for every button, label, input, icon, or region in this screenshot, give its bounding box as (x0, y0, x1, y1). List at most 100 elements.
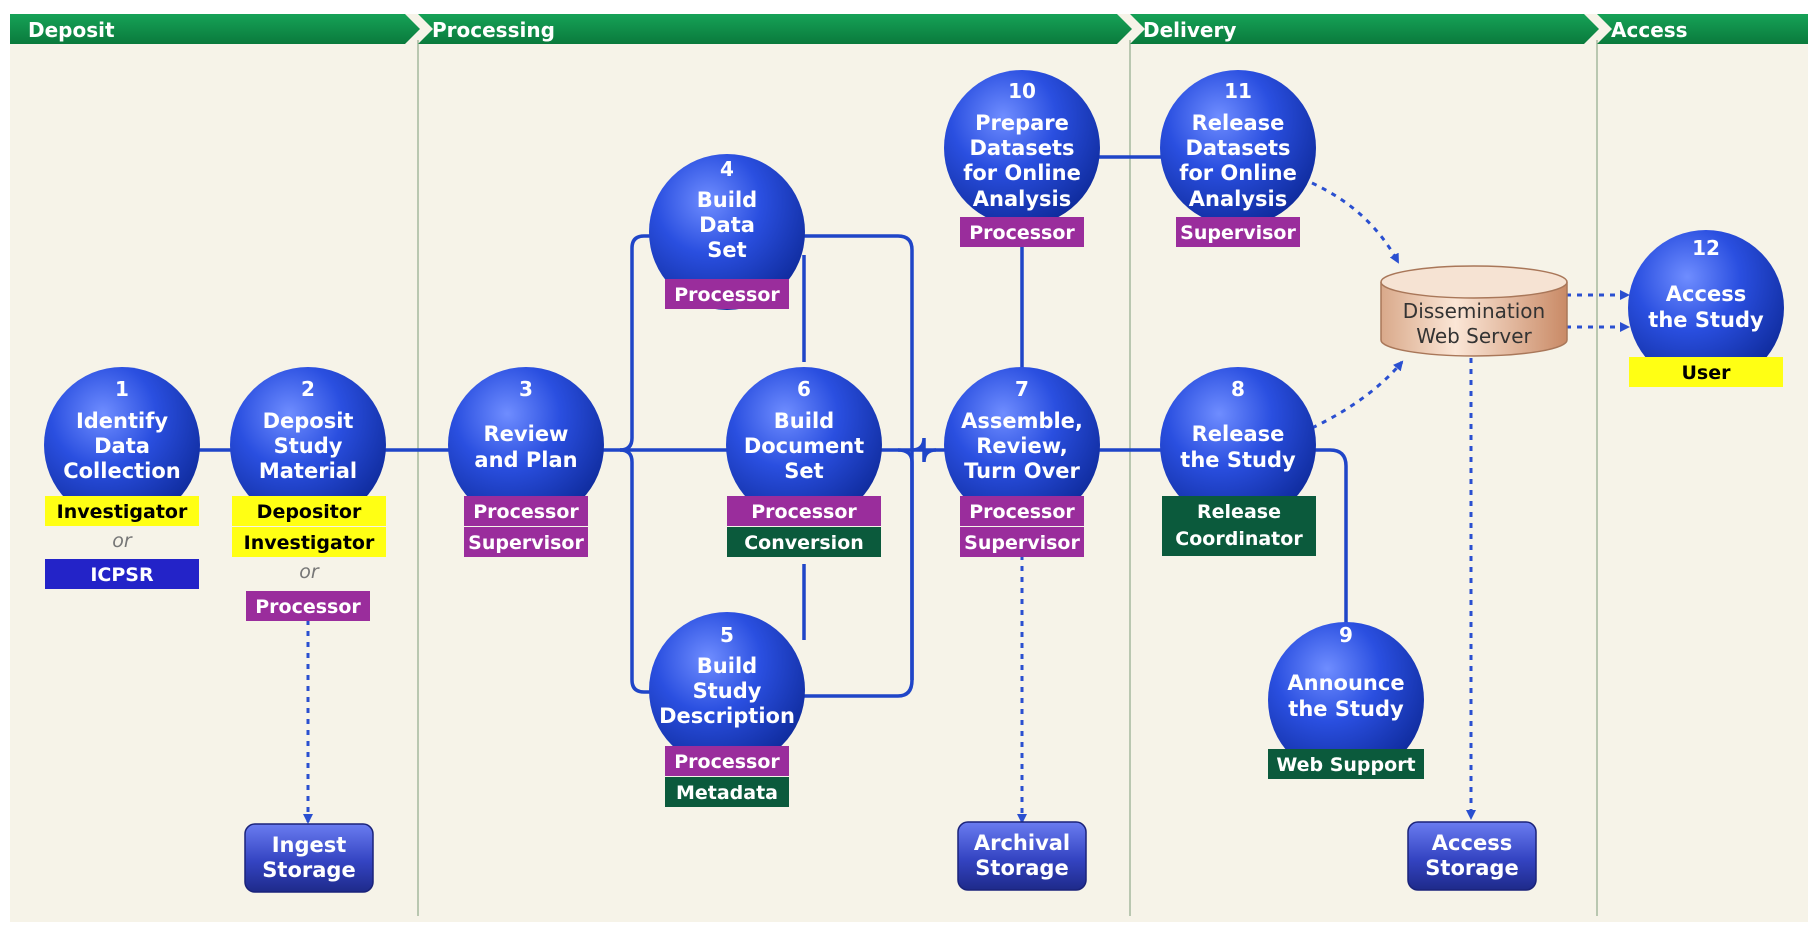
or-label: or (299, 561, 320, 583)
step-number: 12 (1692, 236, 1720, 260)
step-number: 4 (720, 157, 734, 181)
step-3-node (448, 367, 604, 523)
step-12: 12 Access the Study (1628, 230, 1784, 386)
storage-label-line: Storage (1425, 856, 1518, 880)
step-11: 11 Release Datasets for Online Analysis (1160, 70, 1316, 226)
step-number: 1 (115, 377, 129, 401)
role-badge: Supervisor (964, 532, 1080, 554)
server-label-line2: Web Server (1416, 324, 1532, 348)
step-number: 10 (1008, 79, 1036, 103)
role-badge: Coordinator (1175, 528, 1303, 550)
role-badge: Depositor (257, 501, 362, 523)
step-5: 5 Build Study Description (649, 612, 805, 768)
step-8: 8 Release the Study (1160, 367, 1316, 523)
step-label-line: Analysis (973, 187, 1071, 211)
storage-label-line: Storage (262, 858, 355, 882)
phase-label-access: Access (1611, 18, 1688, 42)
role-badge: User (1682, 362, 1732, 384)
storage-label-line: Access (1432, 831, 1512, 855)
step-5-node (649, 612, 805, 768)
phase-headers: Deposit Processing Delivery Access (10, 14, 1808, 44)
step-label-line: Review (484, 422, 569, 446)
step-6-node (726, 367, 882, 523)
role-badge: Investigator (244, 532, 375, 554)
role-badge: ICPSR (90, 564, 154, 586)
role-badge: Processor (751, 501, 857, 523)
step-number: 5 (720, 623, 734, 647)
phase-label-delivery: Delivery (1143, 18, 1236, 42)
step-2: 2 Deposit Study Material (230, 367, 386, 523)
step-label-line: Release (1192, 422, 1285, 446)
step-label-line: Data (699, 213, 755, 237)
role-badge: Processor (674, 284, 780, 306)
archival-storage-box: Archival Storage (957, 821, 1087, 891)
step-label-line: Collection (63, 459, 181, 483)
step-label-line: Datasets (969, 136, 1074, 160)
step-7: 7 Assemble, Review, Turn Over (944, 367, 1100, 523)
phase-label-processing: Processing (432, 18, 555, 42)
step-3: 3 Review and Plan (448, 367, 604, 523)
step-label-line: Material (259, 459, 357, 483)
step-label-line: Description (659, 704, 795, 728)
step-number: 8 (1231, 377, 1245, 401)
step-label-line: Data (94, 434, 150, 458)
step-8-node (1160, 367, 1316, 523)
step-label-line: the Study (1288, 697, 1404, 721)
role-badge: Supervisor (468, 532, 584, 554)
step-label-line: and Plan (474, 448, 577, 472)
role-badges: Investigator or ICPSR Depositor Investig… (45, 217, 1783, 807)
step-label-line: Set (784, 459, 823, 483)
step-label-line: Study (274, 434, 343, 458)
role-badge: Processor (674, 751, 780, 773)
phase-label-deposit: Deposit (28, 18, 115, 42)
step-label-line: Identify (76, 409, 168, 433)
role-badge: Processor (473, 501, 579, 523)
step-9-node (1268, 622, 1424, 778)
storage-label-line: Archival (974, 831, 1070, 855)
step-number: 11 (1224, 79, 1252, 103)
role-badge: Release (1197, 501, 1281, 523)
step-label-line: Announce (1287, 671, 1404, 695)
role-badge: Investigator (57, 501, 188, 523)
step-9: 9 Announce the Study (1268, 622, 1424, 778)
step-number: 7 (1015, 377, 1029, 401)
step-1: 1 Identify Data Collection (44, 367, 200, 523)
step-label-line: the Study (1180, 448, 1296, 472)
role-badge: Metadata (676, 782, 778, 804)
step-label-line: Build (697, 188, 757, 212)
server-label-line1: Dissemination (1403, 299, 1545, 323)
step-1-node (44, 367, 200, 523)
step-label-line: Datasets (1185, 136, 1290, 160)
lane-dividers (417, 40, 1598, 916)
dissemination-web-server: Dissemination Web Server (1380, 265, 1568, 357)
storage-label-line: Ingest (272, 833, 347, 857)
role-badge: Processor (255, 596, 361, 618)
step-label-line: the Study (1648, 308, 1764, 332)
step-label-line: Study (693, 679, 762, 703)
step-label-line: Deposit (263, 409, 354, 433)
ingest-storage-box: Ingest Storage (244, 823, 374, 893)
step-4: 4 Build Data Set (649, 154, 805, 310)
step-6: 6 Build Document Set (726, 367, 882, 523)
role-badge: Web Support (1276, 754, 1415, 776)
or-label: or (112, 530, 133, 552)
step-number: 3 (519, 377, 533, 401)
step-7-node (944, 367, 1100, 523)
step-label-line: Document (744, 434, 864, 458)
step-number: 9 (1339, 623, 1353, 647)
access-storage-box: Access Storage (1407, 821, 1537, 891)
step-label-line: Release (1192, 111, 1285, 135)
step-4-node (649, 154, 805, 310)
role-badge: Supervisor (1180, 222, 1296, 244)
step-label-line: Prepare (975, 111, 1069, 135)
step-label-line: Turn Over (964, 459, 1080, 483)
dotted-arrows (303, 181, 1630, 824)
storage-label-line: Storage (975, 856, 1068, 880)
step-label-line: Build (774, 409, 834, 433)
step-label-line: Access (1666, 282, 1746, 306)
step-2-node (230, 367, 386, 523)
step-label-line: for Online (1179, 161, 1297, 185)
step-label-line: Assemble, (961, 409, 1083, 433)
step-12-node (1628, 230, 1784, 386)
